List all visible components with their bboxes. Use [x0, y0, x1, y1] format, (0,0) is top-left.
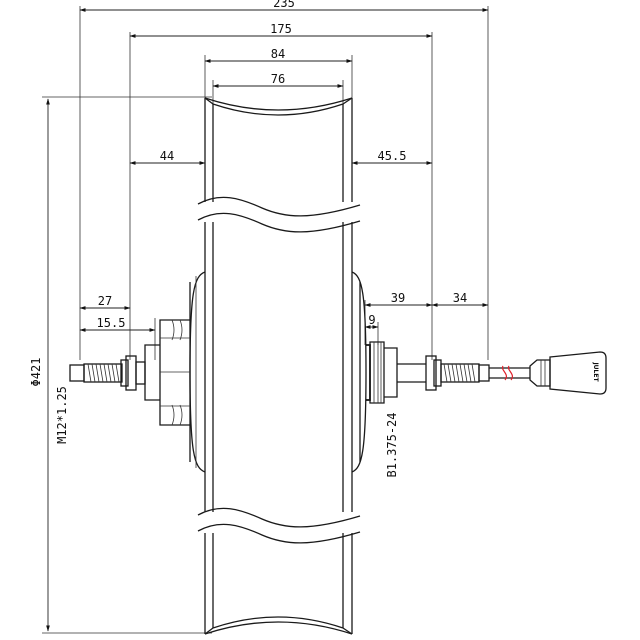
- dim-rim-outer: 84: [271, 47, 285, 61]
- right-washer: [425, 355, 437, 391]
- right-axle: [397, 355, 490, 391]
- dim-axle-thread: M12*1.25: [55, 386, 69, 444]
- dimension-lines: [46, 8, 489, 632]
- right-side-cover: [351, 271, 398, 473]
- dim-left-nut: 15.5: [97, 316, 126, 330]
- dim-overall-width: 235: [273, 0, 295, 10]
- dim-freewheel: 9: [368, 313, 375, 327]
- rim: [197, 97, 361, 635]
- dim-flange-to-axle: 175: [270, 22, 292, 36]
- dim-diameter: Φ421: [29, 358, 43, 387]
- dim-freewheel-thread: B1.375-24: [385, 412, 399, 477]
- connector-label: JULET: [592, 361, 599, 382]
- dim-right-side: 39: [391, 291, 405, 305]
- cable-break-mark: [501, 365, 507, 381]
- dim-right-axle: 34: [453, 291, 467, 305]
- left-axle: [69, 355, 146, 391]
- dim-left-offset: 44: [160, 149, 174, 163]
- dimension-labels: 235 175 84 76 44 45.5 27 15.5 39 34 9 Φ4…: [29, 0, 467, 478]
- dim-left-axle: 27: [98, 294, 112, 308]
- left-side-cover: [144, 271, 206, 473]
- julet-connector: JULET: [529, 351, 607, 395]
- dim-rim-inner: 76: [271, 72, 285, 86]
- dim-right-offset: 45.5: [378, 149, 407, 163]
- cable: [489, 365, 530, 381]
